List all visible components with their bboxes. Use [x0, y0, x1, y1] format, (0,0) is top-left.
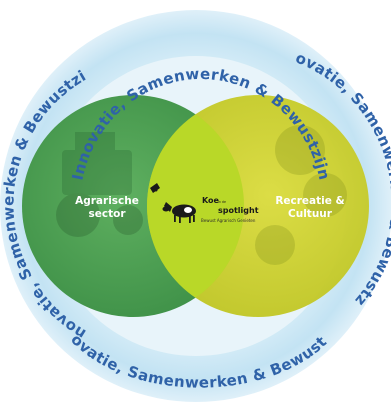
spotlight-icon — [150, 183, 160, 193]
logo-spotlight: spotlight — [218, 206, 259, 215]
koe-spotlight-logo: Koe in de spotlight Bewust Agrarisch Gen… — [150, 183, 259, 223]
tractor-photo-hint — [56, 132, 143, 237]
right-label-line2: Cultuur — [288, 208, 333, 220]
logo-koe: Koe — [202, 196, 220, 205]
logo-tagline: Bewust Agrarisch Genieten — [201, 218, 256, 223]
cow-icon — [162, 202, 196, 223]
trees-photo-hint — [255, 125, 347, 265]
logo-in-de: in de — [218, 200, 226, 204]
left-label-line2: sector — [88, 208, 126, 220]
left-label-line1: Agrarische — [75, 195, 139, 207]
right-label-line1: Recreatie & — [275, 195, 344, 207]
overlap-region — [147, 95, 244, 317]
